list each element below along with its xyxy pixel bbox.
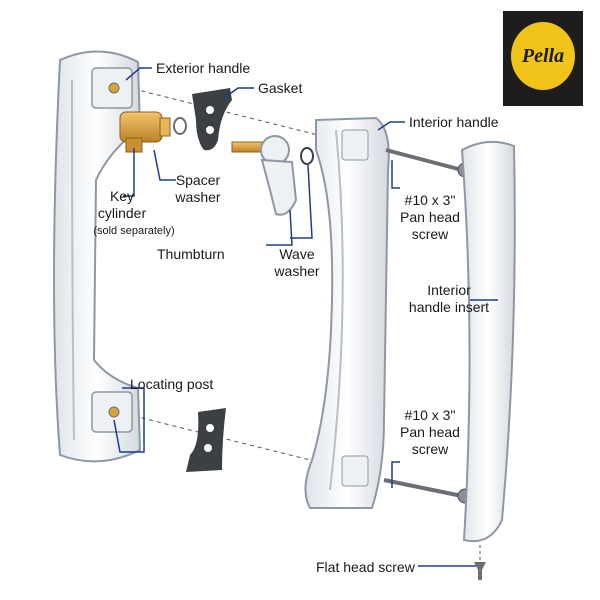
leader-lines — [113, 67, 498, 567]
label-pan-screw-top-line3: screw — [411, 226, 449, 242]
label-locating-post: Locating post — [130, 376, 214, 392]
label-interior-insert-line2: handle insert — [408, 299, 490, 315]
label-gasket: Gasket — [258, 80, 303, 96]
spacer-washer-shape — [173, 117, 187, 135]
label-interior-insert-line1: Interior — [427, 282, 471, 298]
label-wave-washer-line1: Wave — [279, 246, 315, 262]
flat-head-screw-shape — [474, 545, 486, 580]
interior-handle-shape — [304, 116, 390, 509]
label-spacer-washer-line2: washer — [175, 189, 221, 205]
label-spacer-washer-line1: Spacer — [175, 172, 221, 188]
wave-washer-shape — [300, 147, 314, 165]
label-pan-screw-bottom-line2: Pan head — [400, 424, 460, 440]
label-interior-handle: Interior handle — [409, 114, 499, 130]
label-wave-washer-line2: washer — [274, 263, 320, 279]
label-pan-screw-top-line2: Pan head — [400, 209, 460, 225]
pella-logo: Pella — [503, 11, 583, 106]
label-key-cylinder-note: (sold separately) — [93, 225, 175, 237]
label-exterior-handle: Exterior handle — [156, 60, 251, 76]
logo-text: Pella — [521, 45, 565, 67]
label-pan-screw-bottom-line3: screw — [411, 441, 449, 457]
label-key-cylinder-line1: Key — [109, 188, 135, 204]
interior-handle-insert-shape — [460, 140, 516, 542]
gasket-top-shape — [192, 88, 232, 151]
label-pan-screw-top-line1: #10 x 3" — [404, 192, 456, 208]
label-key-cylinder-line2: cylinder — [97, 205, 147, 221]
thumbturn-shape — [231, 135, 298, 216]
key-cylinder-shape — [119, 111, 171, 153]
label-pan-screw-bottom-line1: #10 x 3" — [404, 407, 456, 423]
label-flat-head-screw: Flat head screw — [316, 559, 415, 575]
label-thumbturn: Thumbturn — [157, 246, 225, 262]
gasket-bottom-shape — [186, 408, 226, 472]
logo-oval — [511, 22, 575, 90]
